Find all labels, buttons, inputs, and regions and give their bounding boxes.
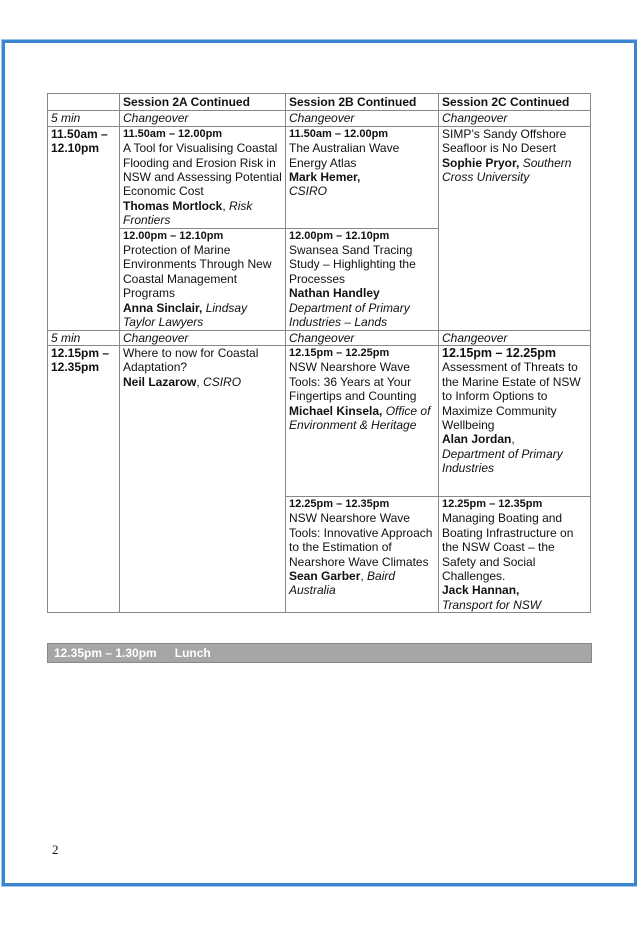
talk-2c-3: 12.25pm – 12.35pm Managing Boating and B… [438, 495, 591, 614]
talk-2b-1: 11.50am – 12.00pm The Australian Wave En… [285, 125, 439, 229]
talk-time: 12.25pm – 12.35pm [442, 497, 543, 510]
talk-author: Thomas Mortlock [123, 198, 223, 213]
header-row: Session 2A Continued Session 2B Continue… [47, 92, 591, 112]
talk-2a-3: Where to now for Coastal Adaptation? Nei… [119, 344, 286, 614]
header-session-2b: Session 2B Continued [285, 92, 439, 112]
talk-author: Nathan Handley [289, 286, 380, 301]
changeover-duration: 5 min [47, 329, 120, 346]
talk-time: 12.15pm – 12.25pm [442, 345, 556, 360]
talk-title: NSW Nearshore Wave Tools: 36 Years at Yo… [289, 360, 417, 404]
talk-time: 11.50am – 12.00pm [289, 127, 389, 140]
talk-author: Sophie Pryor, [442, 155, 520, 170]
talk-time: 12.15pm – 12.25pm [289, 346, 390, 359]
talk-org: Risk Frontiers [123, 198, 253, 228]
header-time-cell [47, 92, 120, 112]
talk-org: Office of Environment & Heritage [289, 403, 431, 432]
changeover-row-1: 5 min Changeover Changeover Changeover [47, 110, 591, 127]
talk-2a-2: 12.00pm – 12.10pm Protection of Marine E… [119, 227, 286, 331]
talk-time: 12.00pm – 12.10pm [123, 229, 224, 242]
page-frame [2, 40, 637, 886]
lunch-time: 12.35pm – 1.30pm [54, 646, 157, 660]
talk-author: Anna Sinclair, [123, 300, 203, 315]
slot1-row-1: 11.50am – 12.10pm 11.50am – 12.00pm A To… [47, 125, 591, 331]
talk-author: Neil Lazarow [123, 374, 197, 389]
lunch-label: Lunch [174, 646, 211, 660]
slot1-time: 11.50am – 12.10pm [47, 125, 120, 331]
talk-author: Alan Jordan [442, 432, 512, 447]
talk-2b-2: 12.00pm – 12.10pm Swansea Sand Tracing S… [285, 227, 439, 331]
talk-org: Baird Australia [289, 568, 396, 598]
talk-title: Assessment of Threats to the Marine Esta… [442, 360, 581, 432]
page-number: 2 [52, 842, 59, 857]
talk-2b-4: 12.25pm – 12.35pm NSW Nearshore Wave Too… [285, 495, 439, 614]
talk-org: Lindsay Taylor Lawyers [123, 300, 248, 330]
talk-2c-1: SIMP’s Sandy Offshore Seafloor is No Des… [438, 125, 591, 331]
talk-title: Swansea Sand Tracing Study – Highlightin… [289, 243, 416, 286]
talk-title: Protection of Marine Environments Throug… [123, 243, 272, 301]
talk-author: Mark Hemer, [289, 170, 361, 185]
talk-2a-1: 11.50am – 12.00pm A Tool for Visualising… [119, 125, 286, 229]
talk-org: Southern Cross University [442, 155, 572, 185]
changeover-label: Changeover [438, 329, 591, 346]
header-session-2c: Session 2C Continued [438, 92, 591, 112]
talk-author: Jack Hannan, [442, 583, 520, 598]
talk-org: CSIRO [289, 184, 328, 199]
slot2-time: 12.15pm – 12.35pm [47, 344, 120, 614]
header-session-2a: Session 2A Continued [119, 92, 286, 112]
talk-time: 12.00pm – 12.10pm [289, 229, 390, 242]
talk-title: A Tool for Visualising Coastal Flooding … [123, 141, 282, 199]
talk-author: Sean Garber [289, 568, 361, 583]
talk-org: Transport for NSW [442, 597, 542, 612]
talk-title: Managing Boating and Boating Infrastruct… [442, 511, 574, 583]
talk-org: CSIRO [203, 374, 242, 389]
slot2-row-1: 12.15pm – 12.35pm Where to now for Coast… [47, 344, 591, 614]
talk-2b-3: 12.15pm – 12.25pm NSW Nearshore Wave Too… [285, 344, 439, 497]
changeover-label: Changeover [119, 329, 286, 346]
changeover-label: Changeover [119, 110, 286, 127]
slot1-row-2: 12.00pm – 12.10pm Protection of Marine E… [48, 227, 591, 331]
talk-title: NSW Nearshore Wave Tools: Innovative App… [289, 511, 433, 569]
changeover-label: Changeover [285, 329, 439, 346]
talk-2c-2: 12.15pm – 12.25pm Assessment of Threats … [438, 344, 591, 497]
schedule-table: Session 2A Continued Session 2B Continue… [47, 92, 591, 614]
changeover-label: Changeover [285, 110, 439, 127]
slot2-row-2: 12.25pm – 12.35pm NSW Nearshore Wave Too… [48, 495, 591, 614]
talk-author: Michael Kinsela, [289, 403, 383, 418]
talk-org: Department of Primary Industries [442, 446, 563, 476]
changeover-row-2: 5 min Changeover Changeover Changeover [47, 329, 591, 346]
talk-org: Department of Primary Industries – Lands [289, 300, 410, 330]
talk-title: Where to now for Coastal Adaptation? [123, 345, 259, 375]
talk-title: The Australian Wave Energy Atlas [289, 141, 400, 170]
changeover-duration: 5 min [47, 110, 120, 127]
lunch-bar: 12.35pm – 1.30pm Lunch [47, 643, 592, 663]
talk-time: 11.50am – 12.00pm [123, 127, 223, 140]
changeover-label: Changeover [438, 110, 591, 127]
talk-title: SIMP’s Sandy Offshore Seafloor is No Des… [442, 126, 567, 156]
talk-time: 12.25pm – 12.35pm [289, 497, 390, 510]
